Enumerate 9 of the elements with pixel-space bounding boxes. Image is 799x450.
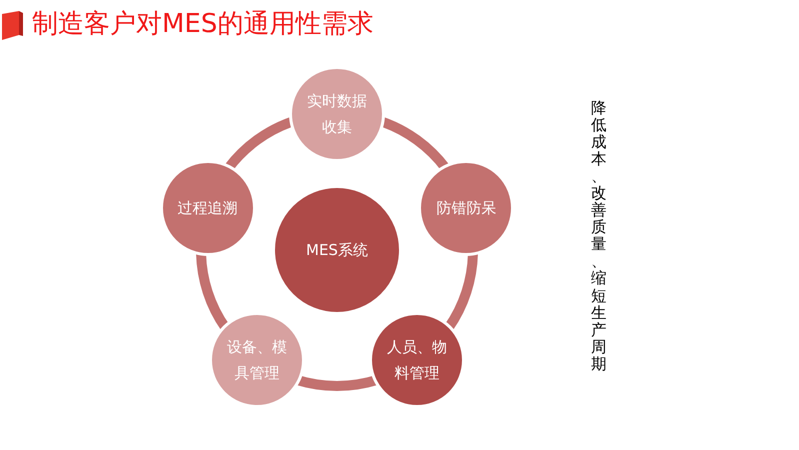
title: 制造客户对MES的通用性需求 — [32, 8, 374, 41]
node-label: 过程追溯 — [176, 198, 239, 219]
node-label: 实时数据收集 — [306, 91, 368, 138]
node-label: MES系统 — [305, 240, 369, 261]
ring-connector — [296, 375, 378, 391]
node-label: 防错防呆 — [435, 198, 498, 219]
node-label: 设备、模具管理 — [226, 337, 288, 384]
vertical-note: 降低成本、改善质量、缩短生产周期 — [591, 100, 606, 373]
node-label: 人员、物料管理 — [386, 337, 448, 384]
